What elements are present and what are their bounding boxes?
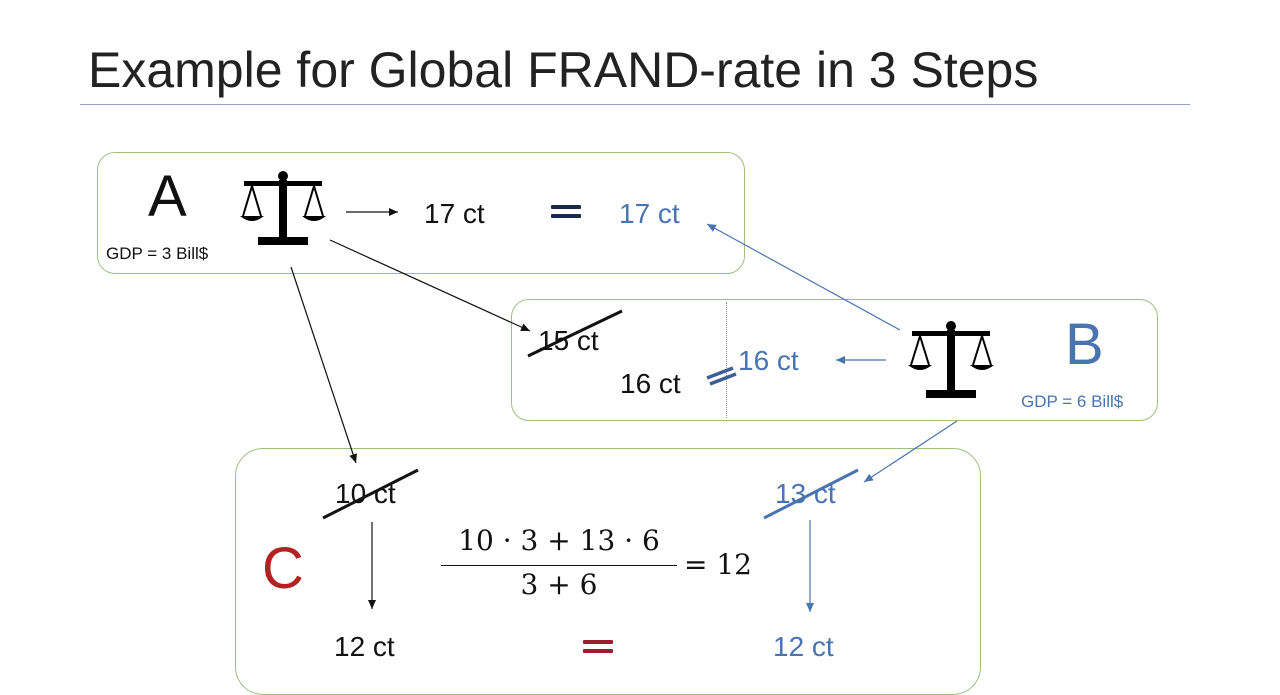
country-a-panel <box>97 152 745 274</box>
country-b-rate-old: 15 ct <box>538 325 599 356</box>
formula-result: = 12 <box>684 548 752 581</box>
arrow-b-to-c <box>863 420 958 483</box>
country-b-rate-right: 16 ct <box>738 345 799 376</box>
country-c-rate-result-right: 12 ct <box>773 631 834 662</box>
country-b-gdp: GDP = 6 Bill$ <box>1021 392 1124 411</box>
country-a-rate-result: 17 ct <box>619 198 680 229</box>
arrow-a-to-c <box>290 266 357 464</box>
equals-sign-b <box>706 366 737 386</box>
arrow-a-to-b <box>329 239 531 332</box>
country-a-label: A <box>148 164 187 229</box>
formula-numerator: 10 · 3 + 13 · 6 <box>458 524 660 557</box>
country-a-gdp: GDP = 3 Bill$ <box>106 244 209 263</box>
equals-sign-c <box>583 640 613 644</box>
country-b-panel <box>511 299 1158 421</box>
equals-sign-a <box>551 205 581 209</box>
country-b-label: B <box>1065 312 1104 377</box>
strike-15ct <box>527 309 623 358</box>
page-title: Example for Global FRAND-rate in 3 Steps <box>88 42 1039 98</box>
strike-13ct <box>763 468 859 520</box>
formula-denominator: 3 + 6 <box>520 568 598 601</box>
country-c-label: C <box>262 536 304 601</box>
scales-icon-a <box>240 171 326 245</box>
equals-sign-a-lower <box>551 214 581 218</box>
arrow-b-to-a <box>706 223 901 331</box>
country-b-rate-left: 16 ct <box>620 368 681 399</box>
country-c-rate-result-left: 12 ct <box>334 631 395 662</box>
title-underline <box>80 104 1190 105</box>
scales-icon-b <box>908 321 994 398</box>
country-b-divider <box>726 302 727 418</box>
formula-fraction-bar <box>441 565 677 566</box>
strike-10ct <box>322 468 419 520</box>
country-c-rate-old-a: 10 ct <box>335 478 396 509</box>
country-a-rate: 17 ct <box>424 198 485 229</box>
country-c-rate-old-b: 13 ct <box>775 478 836 509</box>
equals-sign-c-lower <box>583 649 613 653</box>
